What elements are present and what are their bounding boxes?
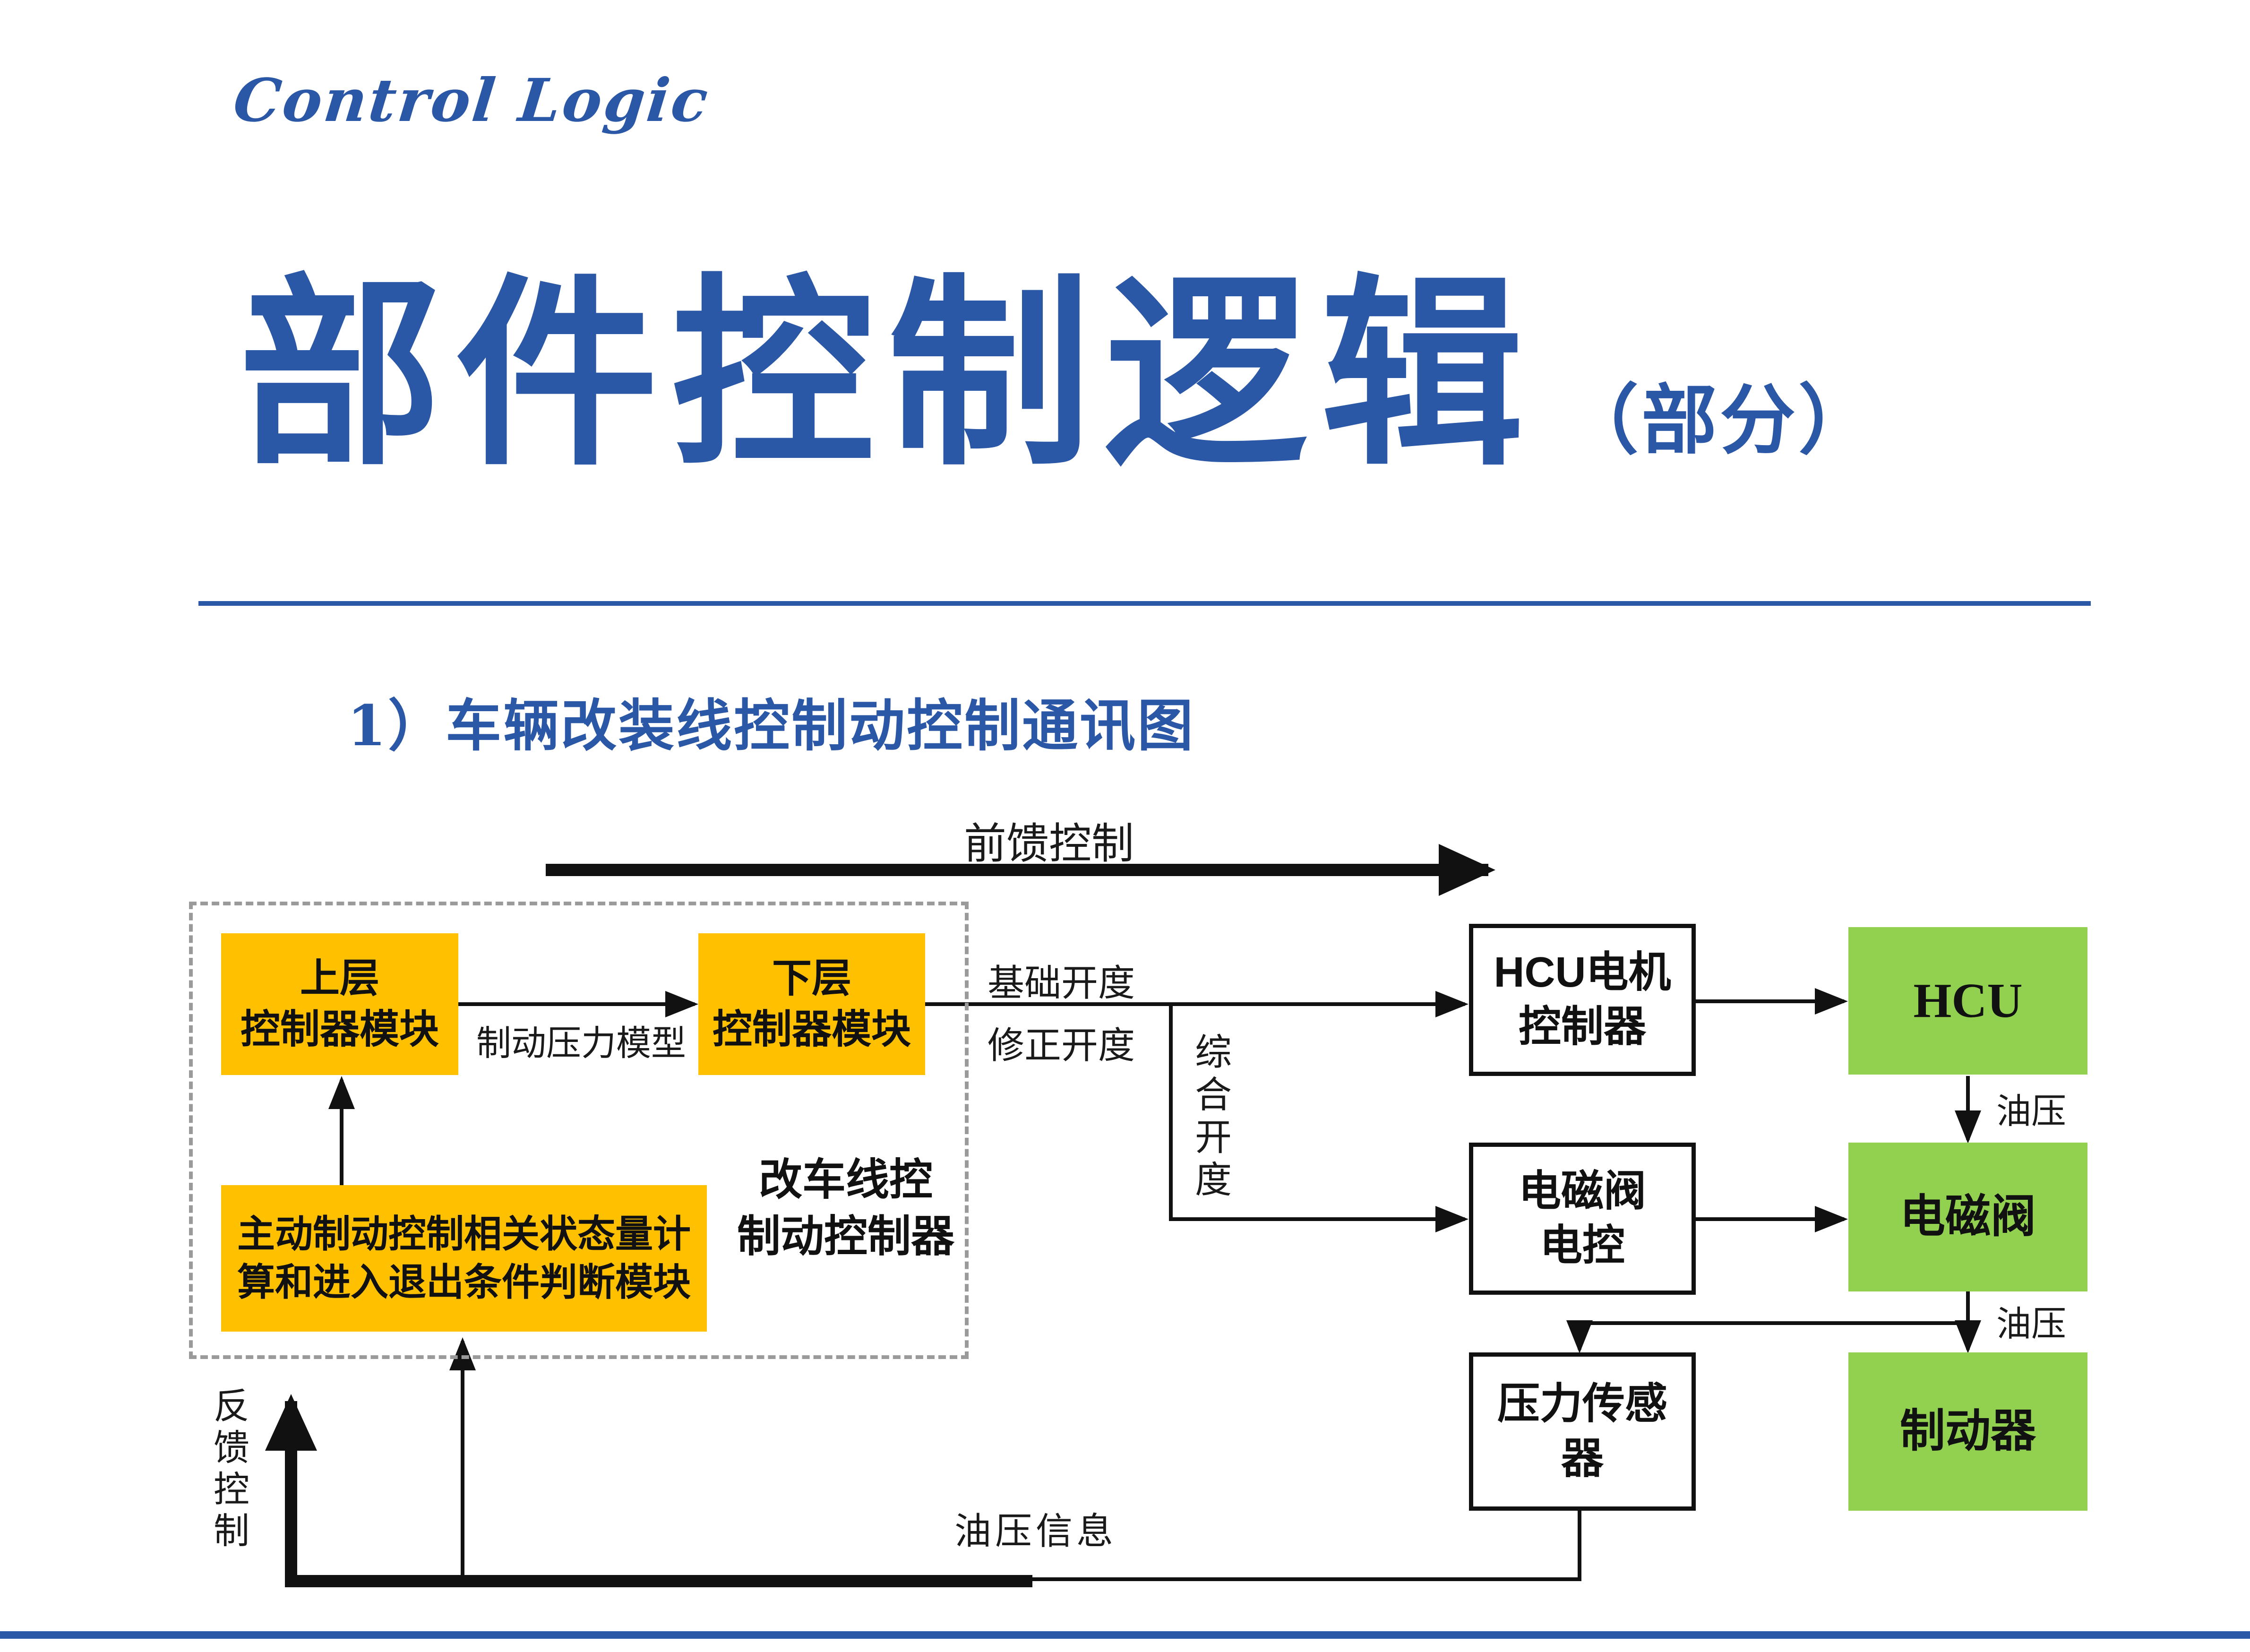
node-lower-controller: 下层 控制器模块 (698, 933, 925, 1075)
label-oil-pressure-hcu: 油压 (1996, 1091, 2066, 1132)
label-base-opening: 基础开度 (988, 962, 1135, 1005)
node-solenoid-valve: 电磁阀 (1848, 1143, 2087, 1291)
section-heading: 1）车辆改装线控制动控制通讯图 (347, 693, 1195, 758)
label-oil-pressure-valve: 油压 (1996, 1304, 2066, 1344)
label-corrected-opening: 修正开度 (988, 1024, 1135, 1067)
node-brake: 制动器 (1848, 1352, 2087, 1511)
label-combined-opening: 综合开度 (1189, 1032, 1231, 1203)
label-oil-pressure-info: 油压信息 (954, 1510, 1117, 1553)
node-hcu: HCU (1848, 927, 2087, 1075)
node-hcu-motor-controller: HCU电机 控制器 (1469, 924, 1696, 1076)
label-brake-pressure-model: 制动压力模型 (476, 1023, 686, 1064)
label-feedback-control: 反馈控制 (207, 1387, 249, 1553)
wire-brake-controller-group-box (189, 902, 969, 1359)
footer-bar (0, 1631, 2250, 1639)
node-solenoid-valve-ecu: 电磁阀 电控 (1469, 1143, 1696, 1295)
title-row: 部件控制逻辑 （部分） (239, 255, 1877, 493)
node-upper-controller: 上层 控制器模块 (221, 933, 458, 1075)
node-pressure-sensor: 压力传感 器 (1469, 1352, 1696, 1511)
page-title: 部件控制逻辑 (239, 255, 1537, 493)
wire-brake-controller-group-label: 改车线控 制动控制器 (737, 1156, 954, 1261)
label-feedforward-control: 前馈控制 (964, 819, 1134, 869)
node-state-module: 主动制动控制相关状态量计 算和进入退出条件判断模块 (221, 1185, 707, 1332)
page-title-suffix: （部分） (1563, 376, 1877, 465)
title-divider (198, 601, 2091, 606)
